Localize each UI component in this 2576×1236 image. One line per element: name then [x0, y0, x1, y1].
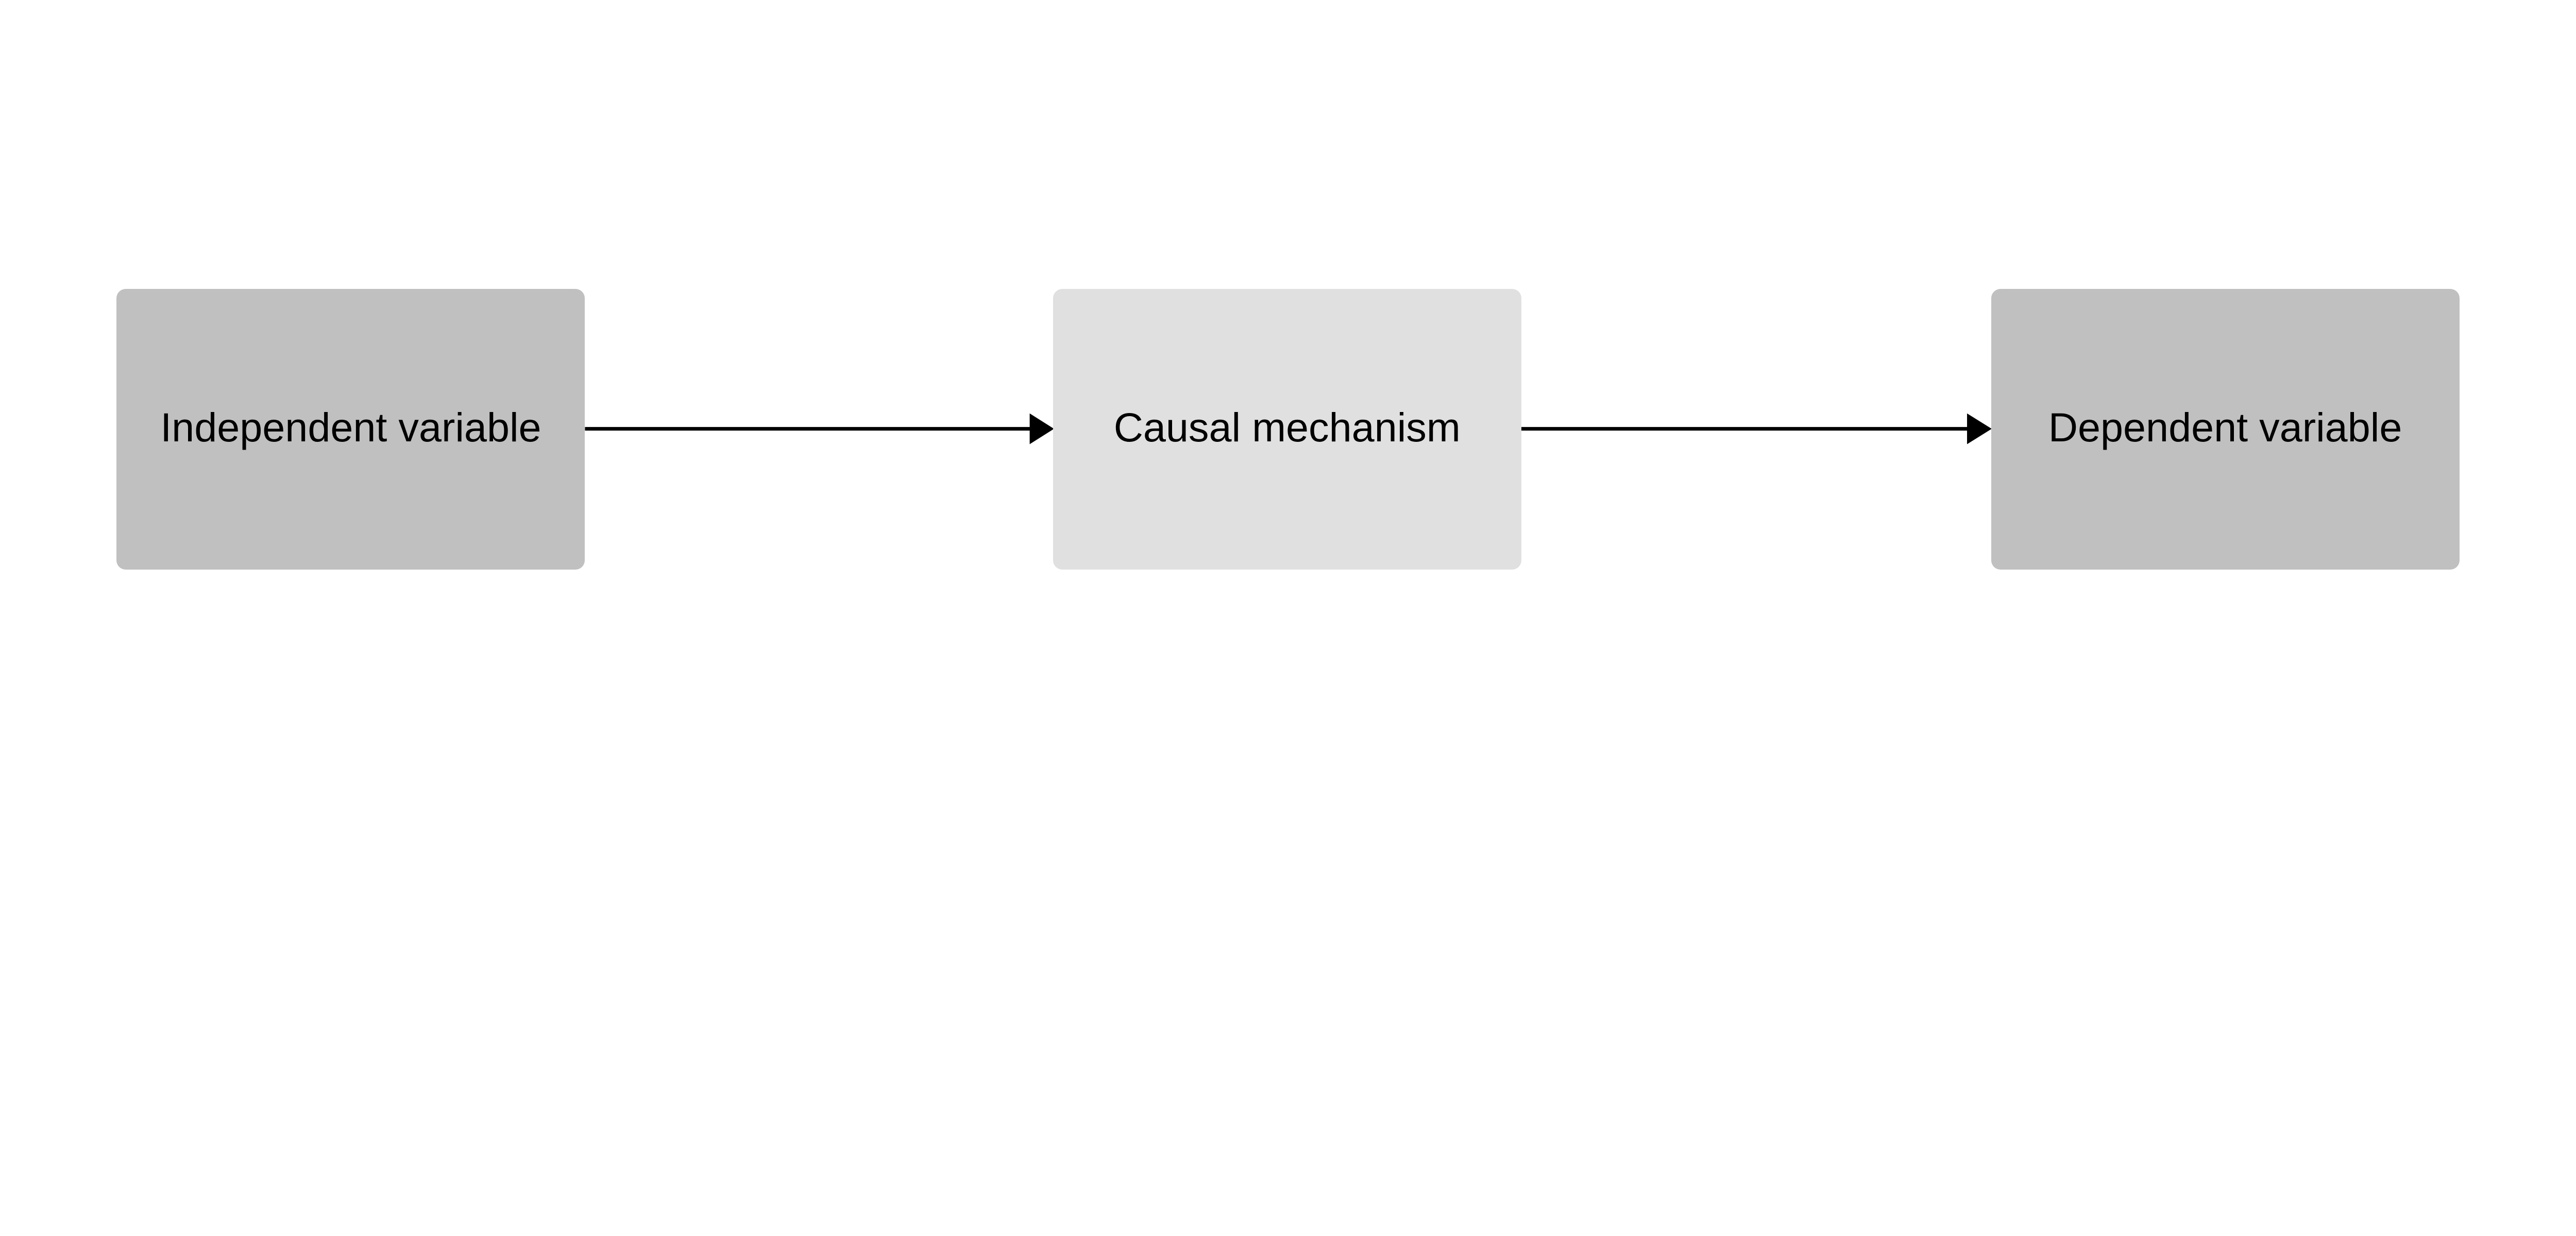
- edge-mechanism-to-dependent: [1521, 413, 1992, 444]
- node-label: Independent variable: [160, 404, 541, 451]
- edges-layer: [585, 413, 1992, 444]
- node-label: Dependent variable: [2048, 404, 2402, 451]
- node-label: Causal mechanism: [1113, 404, 1461, 451]
- edge-independent-to-mechanism: [585, 413, 1054, 444]
- node-independent-variable: Independent variable: [116, 289, 585, 570]
- diagram-canvas: Independent variable Causal mechanism De…: [116, 289, 2460, 570]
- node-dependent-variable: Dependent variable: [1991, 289, 2460, 570]
- node-causal-mechanism: Causal mechanism: [1053, 289, 1521, 570]
- arrowhead-icon: [1029, 413, 1054, 444]
- arrowhead-icon: [1967, 413, 1992, 444]
